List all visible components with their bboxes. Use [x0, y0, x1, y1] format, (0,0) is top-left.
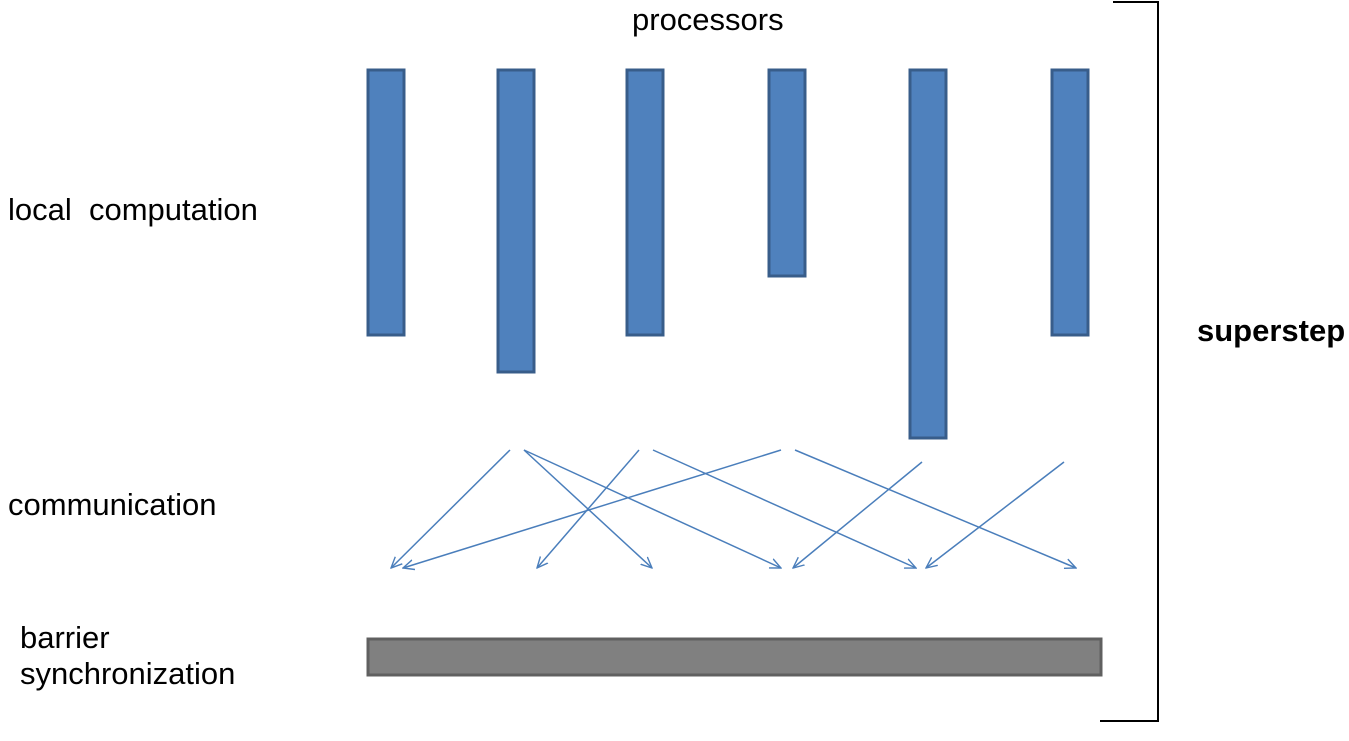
- message-arrow-2-to-4: [523, 449, 781, 568]
- processor-bar-2: [496, 68, 536, 374]
- message-arrow-3-to-5: [652, 449, 916, 568]
- message-arrows: [391, 449, 1076, 568]
- message-arrow-5-to-4: [793, 461, 923, 568]
- barrier-label-line-2: synchronization: [20, 656, 236, 691]
- message-arrow-4-to-6: [794, 449, 1076, 568]
- message-arrow-6-to-5: [926, 461, 1065, 568]
- communication-label: communication: [8, 487, 217, 522]
- superstep-label: superstep: [1197, 313, 1346, 348]
- local-computation-label: local computation: [8, 192, 258, 227]
- message-arrow-4-to-1: [403, 449, 782, 568]
- processor-bar-6: [1050, 68, 1090, 337]
- processor-bar-3: [625, 68, 665, 337]
- processor-bar-1: [366, 68, 406, 337]
- barrier-label-line-1: barrier: [20, 620, 110, 655]
- barrier-bar: [366, 637, 1103, 677]
- barrier-synchronization-label: barrier synchronization: [20, 620, 235, 692]
- superstep-bracket: [1100, 1, 1159, 722]
- processors-title: processors: [632, 2, 784, 37]
- processor-bar-4: [767, 68, 807, 278]
- message-arrow-3-to-2: [537, 449, 640, 568]
- message-arrow-2-to-1: [391, 449, 511, 568]
- processor-bars: [366, 68, 1090, 440]
- processor-bar-5: [908, 68, 948, 440]
